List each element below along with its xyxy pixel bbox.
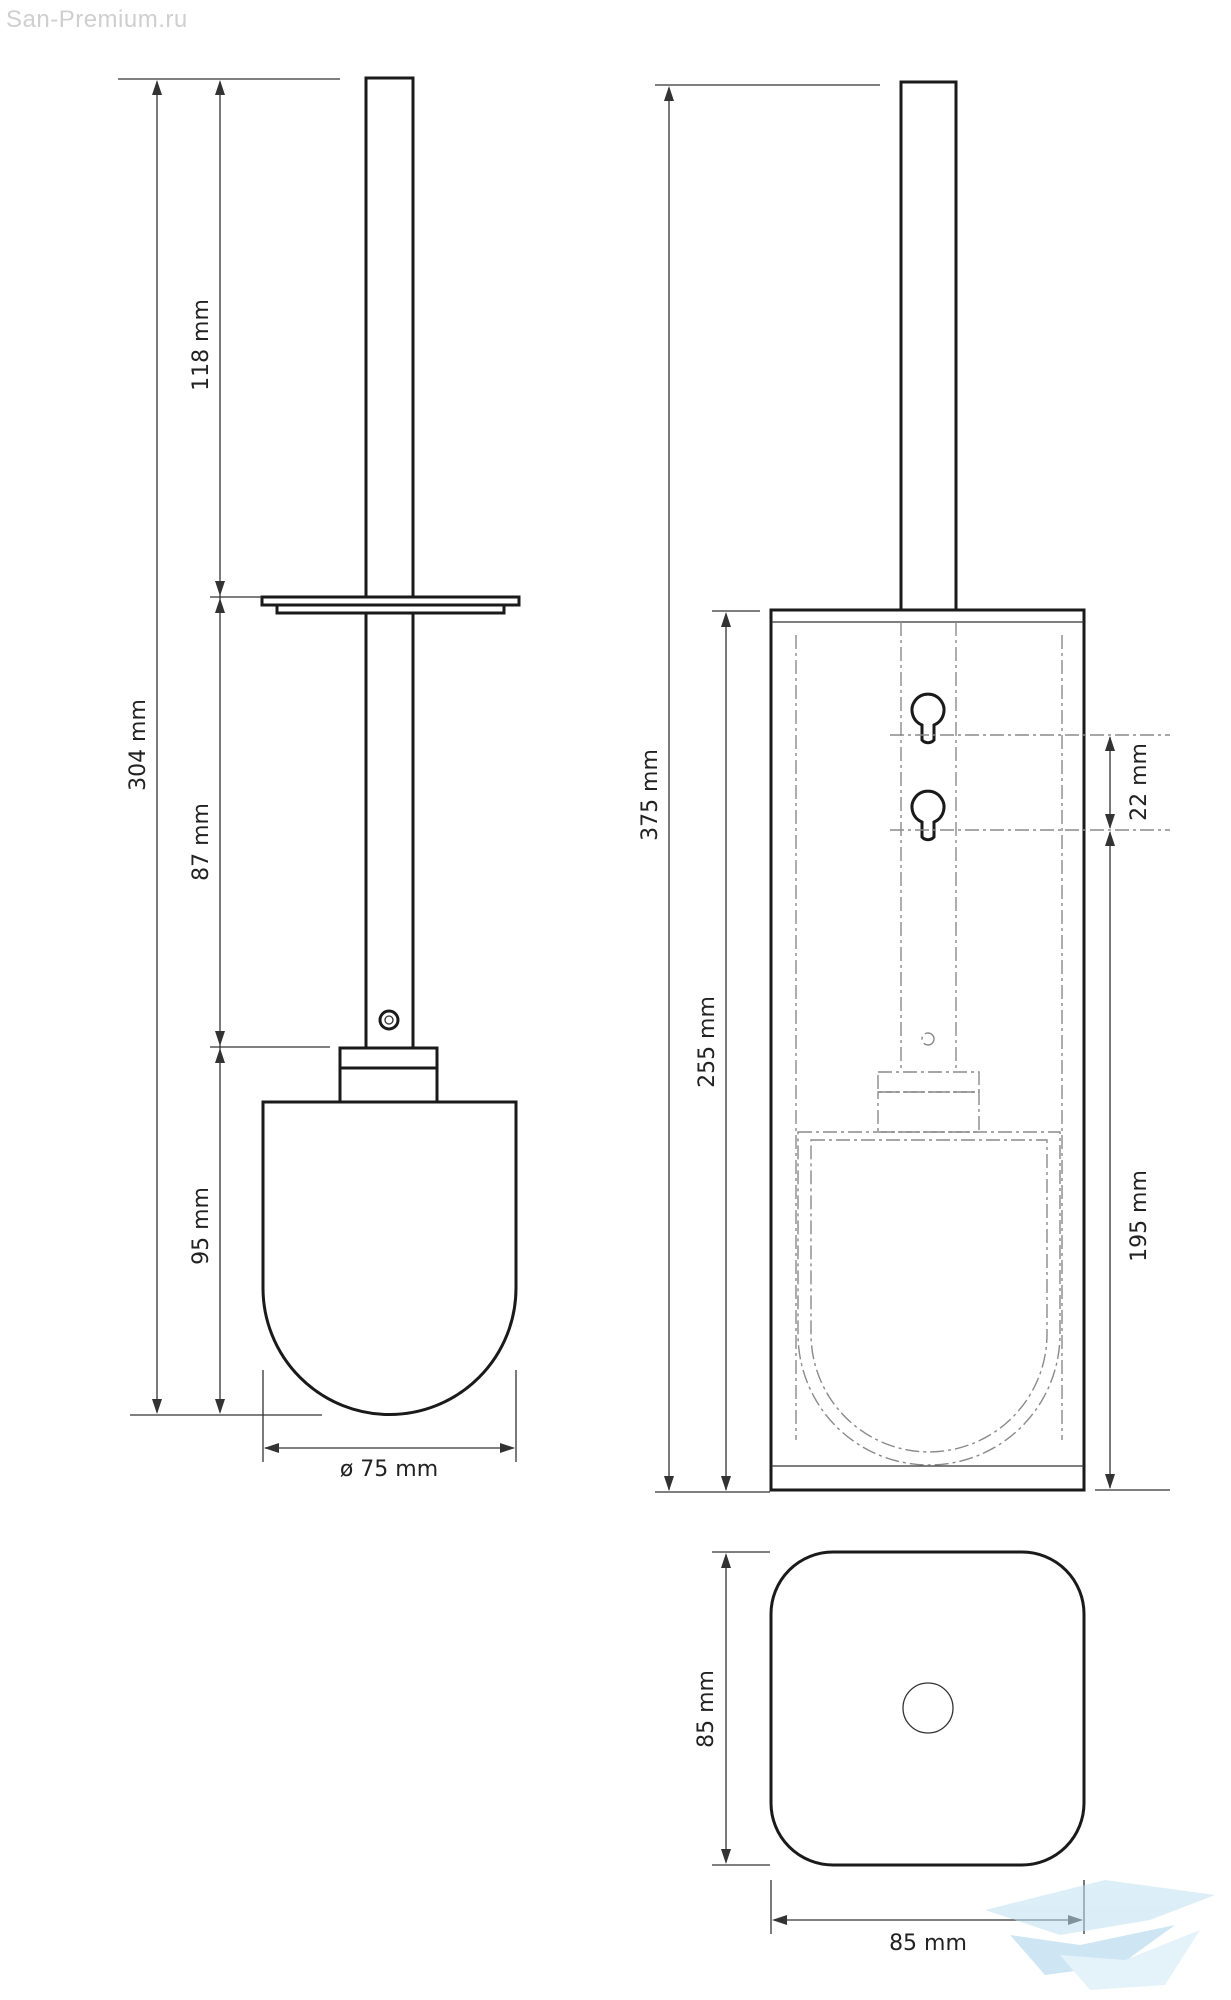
dim-375: 375 mm [638, 749, 663, 841]
dim-diameter-75: ø 75 mm [340, 1457, 438, 1482]
mounting-keyhole-icon [910, 789, 946, 842]
brush-neck [338, 1066, 439, 1104]
holder-handle [899, 80, 958, 612]
holder-front-view [769, 80, 1170, 1492]
brush-collar [338, 1046, 439, 1070]
base-dimensions: 85 mm 85 mm [694, 1551, 1085, 1956]
brush-drip-plate-rim [275, 603, 506, 615]
brush-dimensions: 304 mm 118 mm 87 mm 95 mm ø 75 mm [118, 78, 517, 1482]
dim-195: 195 mm [1127, 1170, 1152, 1262]
brush-handle [364, 76, 415, 1052]
dim-22: 22 mm [1127, 743, 1152, 821]
holder-base-outline [769, 1550, 1086, 1867]
holder-top-view [769, 1550, 1086, 1867]
dim-87: 87 mm [189, 803, 214, 881]
dim-85-depth: 85 mm [694, 1670, 719, 1748]
dim-255: 255 mm [695, 996, 720, 1088]
dim-304: 304 mm [126, 699, 151, 791]
watermark-text: San-Premium.ru [6, 6, 188, 33]
handle-hole-icon [902, 1682, 954, 1734]
san-premium-logo-icon [985, 1880, 1215, 1990]
mounting-keyhole-icon [910, 692, 946, 745]
brush-head [261, 1100, 518, 1416]
dim-118: 118 mm [189, 299, 214, 391]
brush-side-view [260, 76, 521, 1416]
holder-body [769, 608, 1086, 1492]
holder-dimensions: 375 mm 255 mm 22 mm 195 mm [638, 84, 1170, 1493]
dim-95: 95 mm [189, 1187, 214, 1265]
brush-screw-icon [378, 1009, 400, 1031]
dim-85-width: 85 mm [889, 1931, 967, 1956]
